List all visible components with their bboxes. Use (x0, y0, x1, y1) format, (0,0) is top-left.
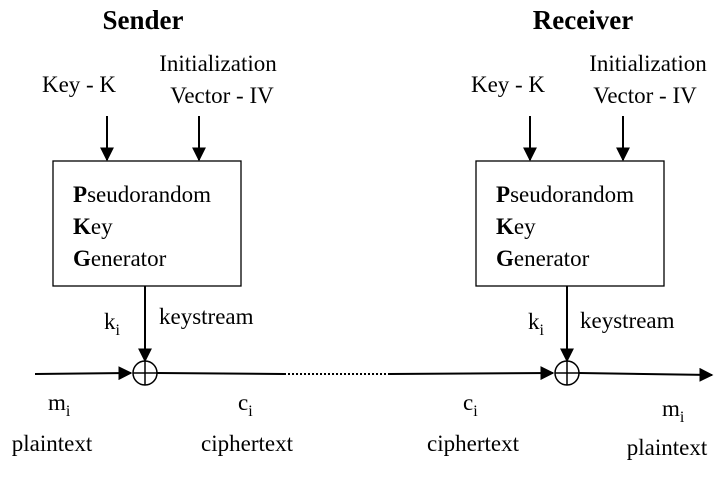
sender-prng-line1: Pseudorandom (73, 182, 211, 207)
receiver-title: Receiver (533, 5, 633, 35)
sender-prng-line3: Generator (73, 246, 167, 271)
receiver-keystream-label: keystream (580, 308, 675, 333)
sender-plaintext-arrow (34, 366, 133, 381)
sender-mi-label: mi (48, 390, 71, 420)
sender-ciphertext-line (156, 372, 285, 375)
sender-ci-label: ci (238, 390, 253, 420)
receiver-plaintext-label: plaintext (627, 435, 708, 460)
receiver-ki-label: ki (528, 309, 545, 339)
sender-ciphertext-label: ciphertext (201, 431, 294, 456)
sender-section: Sender Key - K Initialization Vector - I… (12, 5, 294, 456)
sender-iv-label-line2: Vector - IV (170, 83, 274, 108)
receiver-plaintext-arrow (578, 367, 714, 382)
sender-xor-icon (132, 360, 158, 386)
receiver-xor-icon (554, 360, 580, 386)
receiver-key-label: Key - K (471, 72, 545, 97)
receiver-iv-label-line1: Initialization (589, 51, 707, 76)
sender-plaintext-label: plaintext (12, 431, 93, 456)
sender-prng-line2: Key (73, 214, 113, 239)
sender-iv-label-line1: Initialization (159, 51, 277, 76)
receiver-prng-line3: Generator (496, 246, 590, 271)
sender-ki-label: ki (104, 309, 121, 339)
receiver-iv-label-line2: Vector - IV (593, 83, 697, 108)
receiver-ciphertext-label: ciphertext (427, 431, 520, 456)
receiver-ciphertext-arrow (387, 366, 555, 381)
receiver-prng-line1: Pseudorandom (496, 182, 634, 207)
receiver-prng-box (475, 160, 665, 287)
receiver-ci-label: ci (463, 390, 478, 420)
sender-keystream-label: keystream (159, 304, 254, 329)
sender-key-label: Key - K (42, 72, 116, 97)
receiver-mi-label: mi (662, 396, 685, 426)
sender-title: Sender (103, 5, 184, 35)
receiver-section: Receiver Key - K Initialization Vector -… (387, 5, 714, 460)
receiver-prng-line2: Key (496, 214, 536, 239)
sender-prng-box (52, 160, 242, 287)
